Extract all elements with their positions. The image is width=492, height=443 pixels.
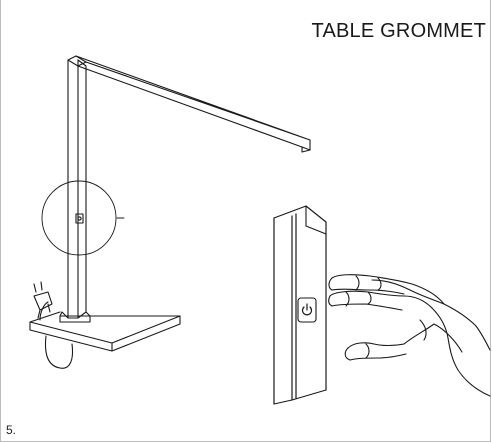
detail-circle [41,180,117,256]
power-icon [301,303,313,316]
hand-illustration [328,274,491,397]
desk-lamp [29,55,311,369]
pole-closeup [273,205,327,405]
table-top [29,311,181,352]
diagram-title: TABLE GROMMET [311,20,486,42]
pole-button [75,213,84,224]
lamp-arm [75,55,311,153]
power-plug [33,281,53,319]
lamp-pole [67,59,87,319]
step-number: 5. [6,423,17,437]
closeup-button [297,297,317,323]
